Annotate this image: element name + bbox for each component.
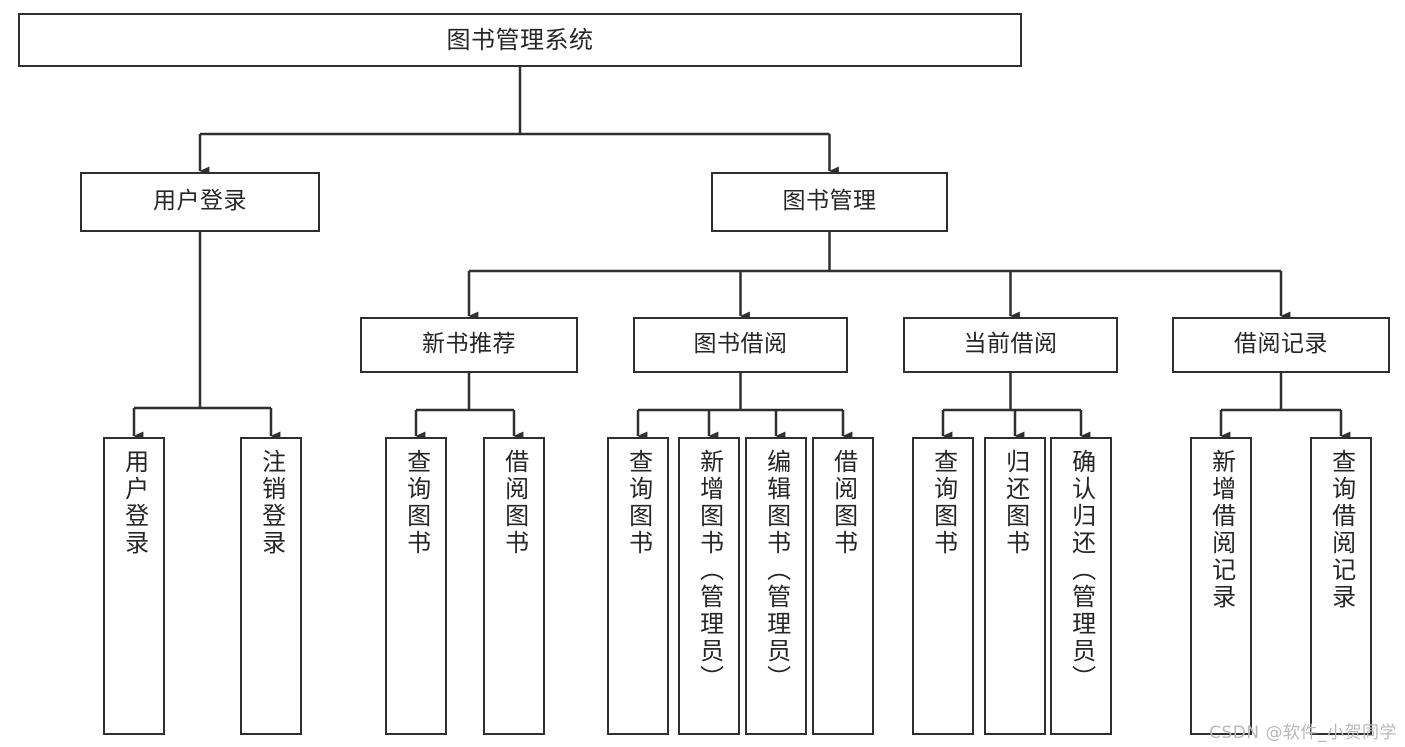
node-label-leaf-query-record: 查询借阅记录: [1327, 449, 1356, 611]
node-label-records: 借阅记录: [1234, 331, 1328, 358]
node-borrow[interactable]: 图书借阅: [633, 317, 848, 373]
node-leaf-query-book-3[interactable]: 查询图书: [912, 437, 974, 735]
node-label-borrow: 图书借阅: [693, 331, 788, 358]
node-leaf-borrow-book-2[interactable]: 借阅图书: [812, 437, 874, 735]
node-label-leaf-add-book: 新增图书（管理员）: [695, 449, 724, 692]
node-label-leaf-borrow-book-1: 借阅图书: [500, 449, 529, 557]
node-label-newbook: 新书推荐: [422, 331, 516, 358]
node-leaf-borrow-book-1[interactable]: 借阅图书: [483, 437, 545, 735]
node-leaf-query-book-2[interactable]: 查询图书: [607, 437, 669, 735]
node-label-leaf-add-record: 新增借阅记录: [1207, 449, 1236, 611]
node-label-leaf-user-login: 用户登录: [120, 449, 149, 557]
node-label-bookmgmt: 图书管理: [782, 188, 877, 215]
node-label-root: 图书管理系统: [446, 25, 594, 54]
node-label-login: 用户登录: [153, 188, 247, 215]
node-leaf-add-book[interactable]: 新增图书（管理员）: [678, 437, 740, 735]
node-records[interactable]: 借阅记录: [1172, 317, 1390, 373]
node-label-current: 当前借阅: [963, 331, 1058, 358]
node-leaf-confirm-return[interactable]: 确认归还（管理员）: [1050, 437, 1112, 735]
node-current[interactable]: 当前借阅: [903, 317, 1118, 373]
node-login[interactable]: 用户登录: [80, 172, 320, 232]
node-root[interactable]: 图书管理系统: [18, 13, 1022, 67]
node-leaf-add-record[interactable]: 新增借阅记录: [1190, 437, 1252, 735]
node-leaf-query-record[interactable]: 查询借阅记录: [1310, 437, 1372, 735]
node-label-leaf-logout: 注销登录: [257, 449, 286, 557]
node-newbook[interactable]: 新书推荐: [360, 317, 578, 373]
node-bookmgmt[interactable]: 图书管理: [711, 172, 948, 232]
node-label-leaf-confirm-return: 确认归还（管理员）: [1067, 449, 1096, 692]
node-label-leaf-return-book: 归还图书: [1001, 449, 1030, 557]
node-label-leaf-query-book-2: 查询图书: [624, 449, 653, 557]
node-leaf-logout[interactable]: 注销登录: [240, 437, 302, 735]
node-leaf-user-login[interactable]: 用户登录: [103, 437, 165, 735]
csdn-watermark: CSDN @软件_小贺同学: [1209, 723, 1397, 743]
node-leaf-edit-book[interactable]: 编辑图书（管理员）: [745, 437, 807, 735]
node-label-leaf-query-book-1: 查询图书: [402, 449, 431, 557]
node-label-leaf-query-book-3: 查询图书: [929, 449, 958, 557]
node-label-leaf-edit-book: 编辑图书（管理员）: [762, 449, 791, 692]
node-label-leaf-borrow-book-2: 借阅图书: [829, 449, 858, 557]
node-leaf-query-book-1[interactable]: 查询图书: [385, 437, 447, 735]
node-leaf-return-book[interactable]: 归还图书: [984, 437, 1046, 735]
